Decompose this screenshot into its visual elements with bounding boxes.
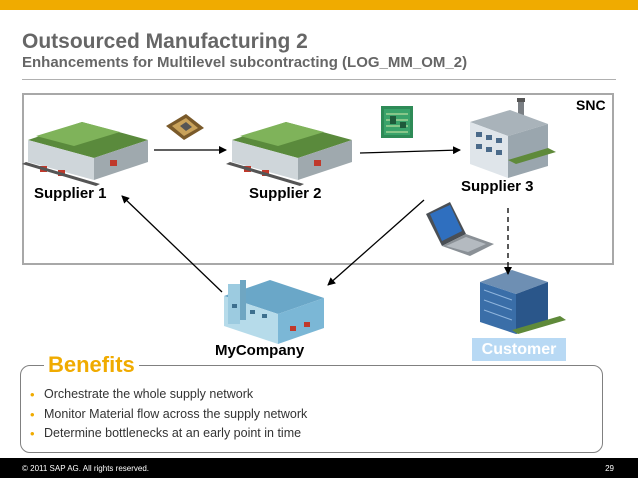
flow-arrow bbox=[359, 146, 461, 155]
supplier-1-label: Supplier 1 bbox=[34, 185, 107, 202]
cpu-chip-icon bbox=[166, 114, 204, 140]
office-building-icon bbox=[480, 270, 566, 334]
list-item: Determine bottlenecks at an early point … bbox=[30, 424, 307, 444]
mycompany-label: MyCompany bbox=[215, 342, 305, 359]
warehouse-icon bbox=[22, 122, 148, 186]
factory-icon bbox=[470, 98, 556, 178]
customer-label: Customer bbox=[472, 338, 566, 361]
list-item: Monitor Material flow across the supply … bbox=[30, 405, 307, 425]
snc-region bbox=[22, 93, 614, 265]
top-accent-bar bbox=[0, 0, 638, 10]
flow-arrow bbox=[327, 199, 425, 286]
benefits-box bbox=[20, 365, 603, 453]
laptop-icon bbox=[426, 202, 494, 256]
supplier-2-label: Supplier 2 bbox=[249, 185, 322, 202]
supplier-3-label: Supplier 3 bbox=[461, 178, 534, 195]
list-item: Orchestrate the whole supply network bbox=[30, 385, 307, 405]
page-number: 29 bbox=[605, 464, 614, 473]
title-divider bbox=[22, 79, 616, 80]
copyright-text: © 2011 SAP AG. All rights reserved. bbox=[22, 464, 149, 473]
page-subtitle: Enhancements for Multilevel subcontracti… bbox=[22, 54, 468, 71]
snc-label: SNC bbox=[576, 97, 606, 113]
benefits-title: Benefits bbox=[44, 352, 139, 378]
circuit-board-icon bbox=[381, 106, 413, 138]
warehouse-icon bbox=[226, 122, 352, 186]
page-title: Outsourced Manufacturing 2 bbox=[22, 30, 308, 53]
flow-arrow bbox=[121, 195, 223, 293]
company-building-icon bbox=[224, 280, 324, 344]
footer-bar: © 2011 SAP AG. All rights reserved. 29 bbox=[0, 458, 638, 478]
benefits-list: Orchestrate the whole supply network Mon… bbox=[30, 385, 307, 444]
